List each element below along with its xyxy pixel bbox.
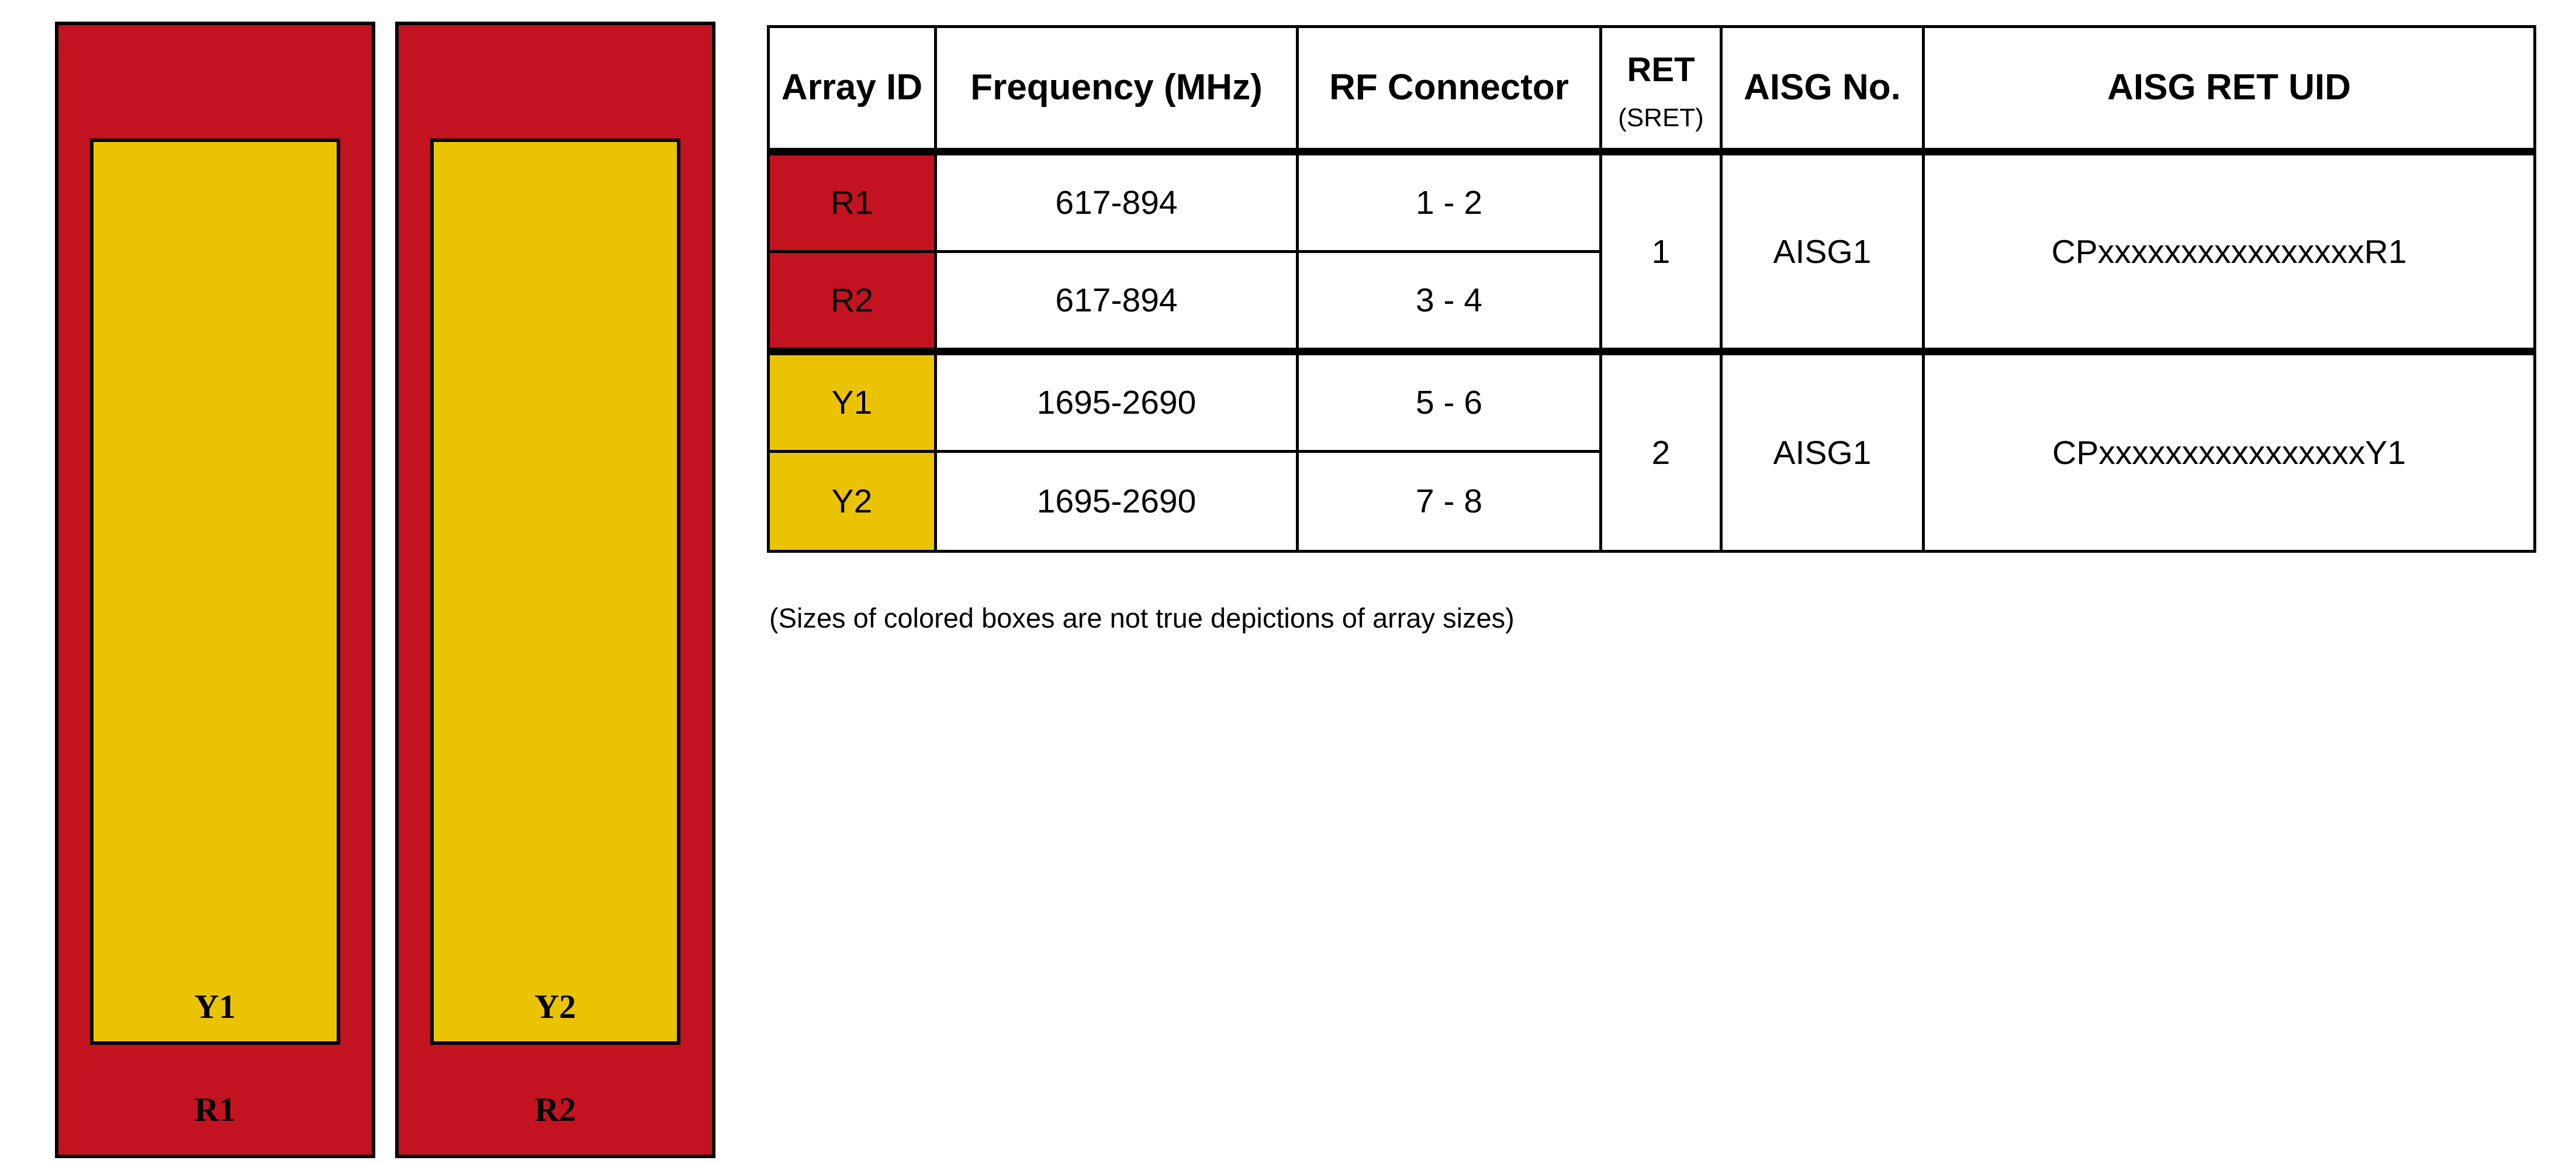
- outer-array-label: R1: [194, 1090, 236, 1128]
- cell-aisg-ret-uid-group-2: CPxxxxxxxxxxxxxxxxY1: [1922, 350, 2536, 553]
- cell-array-id: Y1: [767, 350, 937, 453]
- cell-array-id: R2: [767, 250, 937, 355]
- array-inner-box-y1: Y1: [90, 138, 340, 1045]
- table-row-r2: R2 617-894 3 - 4: [767, 250, 2535, 355]
- table-row-y1: Y1 1695-2690 5 - 6 2 AISG1 CPxxxxxxxxxxx…: [767, 350, 2536, 553]
- cell-frequency: 617-894: [934, 150, 1299, 253]
- cell-frequency: 1695-2690: [934, 450, 1299, 553]
- cell-rf-connector: 5 - 6: [1296, 350, 1602, 453]
- outer-array-label: R2: [534, 1090, 576, 1128]
- cell-frequency: 1695-2690: [934, 350, 1299, 453]
- cell-frequency: 617-894: [934, 250, 1299, 355]
- inner-array-label: Y2: [534, 988, 576, 1026]
- cell-array-id: Y2: [767, 450, 937, 553]
- size-disclaimer-note: (Sizes of colored boxes are not true dep…: [769, 602, 1515, 633]
- cell-aisg-no-group-1: AISG1: [1720, 150, 1925, 355]
- col-header-aisg-ret-uid: AISG RET UID: [1922, 25, 2536, 155]
- col-header-ret: RET (SRET): [1599, 25, 1723, 155]
- cell-rf-connector: 3 - 4: [1296, 250, 1602, 355]
- table-row-r1: R1 617-894 1 - 2 1 AISG1 CPxxxxxxxxxxxxx…: [767, 150, 2536, 355]
- table-row-y2: Y2 1695-2690 7 - 8: [767, 450, 2535, 553]
- array-box-r1: Y1 R1: [55, 22, 375, 1158]
- col-header-aisg-no: AISG No.: [1720, 25, 1925, 155]
- port-mapping-table: Array ID Frequency (MHz) RF Connector RE…: [767, 25, 2536, 553]
- col-header-rf-connector: RF Connector: [1296, 25, 1602, 155]
- cell-aisg-no-group-2: AISG1: [1720, 350, 1925, 553]
- cell-aisg-ret-uid-group-1: CPxxxxxxxxxxxxxxxxR1: [1922, 150, 2536, 355]
- cell-rf-connector: 7 - 8: [1296, 450, 1602, 553]
- table-header-row: Array ID Frequency (MHz) RF Connector RE…: [767, 25, 2536, 155]
- col-header-ret-sub: (SRET): [1618, 103, 1704, 133]
- col-header-ret-main: RET: [1627, 51, 1695, 89]
- array-inner-box-y2: Y2: [430, 138, 680, 1045]
- cell-rf-connector: 1 - 2: [1296, 150, 1602, 253]
- inner-array-label: Y1: [194, 988, 236, 1026]
- col-header-frequency: Frequency (MHz): [934, 25, 1299, 155]
- cell-ret-group-1: 1: [1599, 150, 1723, 355]
- col-header-array-id: Array ID: [767, 25, 937, 155]
- array-box-r2: Y2 R2: [395, 22, 715, 1158]
- cell-array-id: R1: [767, 150, 937, 253]
- cell-ret-group-2: 2: [1599, 350, 1723, 553]
